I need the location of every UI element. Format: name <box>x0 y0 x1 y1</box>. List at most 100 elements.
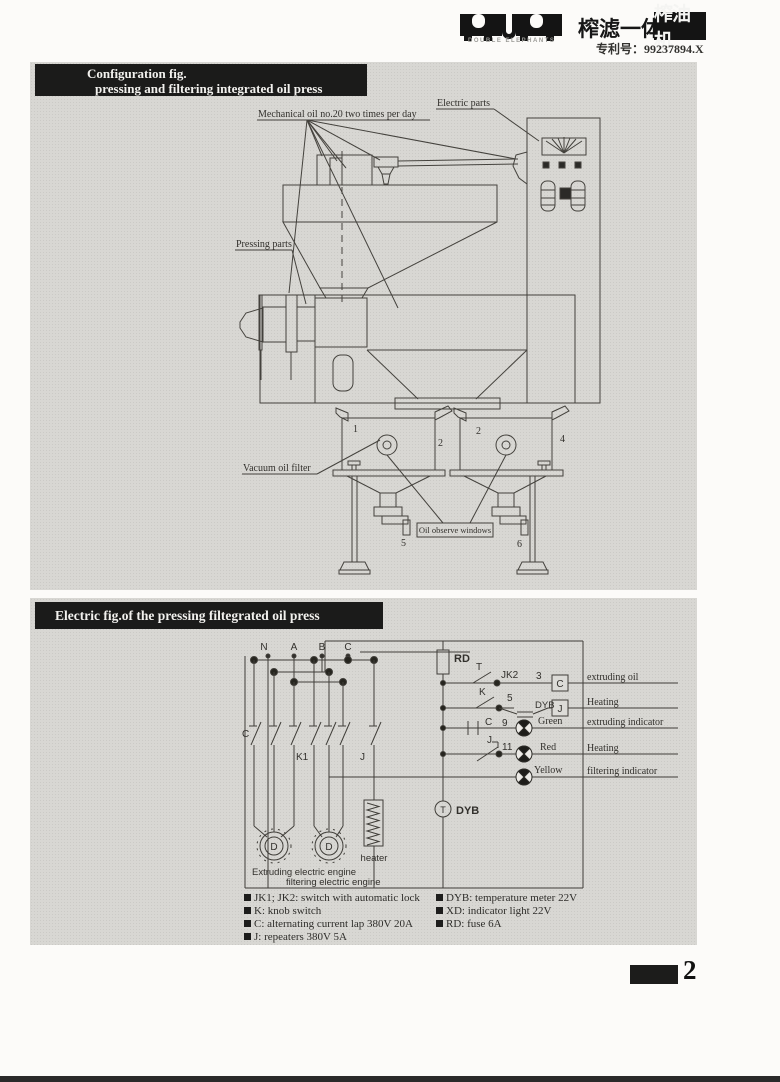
electric-title-bar: Electric fig.of the pressing filtegrated… <box>35 602 383 629</box>
legend-item: J: repeaters 380V 5A <box>244 931 420 944</box>
filtering-motor <box>311 745 347 864</box>
bullet-square-icon <box>244 907 251 914</box>
brand-title-highlight: 榨油机 <box>654 4 706 52</box>
brand-logo-icon <box>458 6 568 46</box>
meter-name-label: DYB <box>456 805 479 817</box>
legend-text: RD: fuse 6A <box>446 918 502 930</box>
row3-desc: extruding indicator <box>587 717 664 728</box>
press-body <box>258 294 576 410</box>
motor2-caption: filtering electric engine <box>286 877 381 888</box>
legend-item: RD: fuse 6A <box>436 918 577 931</box>
row4-color: Red <box>540 742 556 753</box>
row4-desc: Heating <box>587 743 619 754</box>
bottom-edge-strip <box>0 1076 780 1082</box>
page-number-block <box>630 965 678 984</box>
heater-element <box>363 745 384 888</box>
title-line-1: Configuration fig. <box>87 66 187 81</box>
bullet-square-icon <box>244 894 251 901</box>
legend-item: DYB: temperature meter 22V <box>436 892 577 905</box>
phase-n-label: N <box>260 642 267 653</box>
legend-item: C: alternating current lap 380V 20A <box>244 918 420 931</box>
legend-item: K: knob switch <box>244 905 420 918</box>
electric-parts-leader <box>436 108 540 142</box>
repeater-coil-box <box>551 699 569 717</box>
electric-panel: Electric fig.of the pressing filtegrated… <box>30 598 697 945</box>
row2-switch: K <box>479 687 486 698</box>
bullet-square-icon <box>436 894 443 901</box>
legend-right-column: DYB: temperature meter 22V XD: indicator… <box>436 892 577 931</box>
row3-switch: C <box>485 717 492 728</box>
bullet-square-icon <box>244 933 251 940</box>
legend-text: DYB: temperature meter 22V <box>446 892 578 904</box>
port-number-2-right: 2 <box>476 426 481 437</box>
logo-caption: DOUBLE ELEPHANTS <box>468 38 556 44</box>
bullet-square-icon <box>436 907 443 914</box>
phase-a-label: A <box>291 642 298 653</box>
title-line-2: pressing and filtering integrated oil pr… <box>95 81 323 96</box>
phase-b-label: B <box>319 642 326 653</box>
port-number-5: 5 <box>401 538 406 549</box>
bullet-square-icon <box>436 920 443 927</box>
port-number-4: 4 <box>560 434 565 445</box>
row4-switch: J <box>487 735 492 746</box>
row2-box: J <box>558 704 563 715</box>
pressing-parts-label: Pressing parts <box>236 239 292 250</box>
legend-text: XD: indicator light 22V <box>446 905 552 917</box>
motor1-letter: D <box>270 842 277 853</box>
configuration-title-bar: Configuration fig. pressing and filterin… <box>35 64 367 96</box>
row1-desc: extruding oil <box>587 672 639 683</box>
fuse-meter-column <box>434 641 452 888</box>
press-head <box>239 294 316 380</box>
rd-label: RD <box>454 653 470 665</box>
electric-parts-label: Electric parts <box>437 98 490 109</box>
oil-press-drawing: Mechanical oil no.20 two times per day E… <box>235 98 601 575</box>
row2-num: 5 <box>507 693 513 704</box>
port-number-6: 6 <box>517 539 522 550</box>
control-cabinet <box>526 117 601 404</box>
vacuum-filter-label: Vacuum oil filter <box>243 463 311 474</box>
meter-t-label: T <box>440 805 446 815</box>
heater-label: heater <box>361 853 388 864</box>
legend-text: K: knob switch <box>254 905 322 917</box>
contactor-contacts <box>249 660 382 746</box>
legend-text: C: alternating current lap 380V 20A <box>254 918 413 930</box>
row1-relay: JK2 <box>501 670 519 681</box>
row3-num: 9 <box>502 718 508 729</box>
indicator-lamps <box>515 719 533 786</box>
page-number: 2 <box>683 955 697 985</box>
oil-windows-label: Oil observe windows <box>419 525 491 535</box>
patent-number: 专利号：99237894.X <box>596 42 704 56</box>
port-number-1: 1 <box>353 424 358 435</box>
pressing-parts-leader <box>235 249 307 305</box>
legend-text: J: repeaters 380V 5A <box>254 931 347 943</box>
row5-color: Yellow <box>534 765 563 776</box>
mechanical-oil-label: Mechanical oil no.20 two times per day <box>258 109 417 120</box>
legend-text: JK1; JK2: switch with automatic lock <box>254 892 420 904</box>
motor1-caption: Extruding electric engine <box>252 867 356 878</box>
k1-label: K1 <box>296 752 309 763</box>
motor2-letter: D <box>325 842 332 853</box>
contactor-label: C <box>242 729 249 740</box>
row4-num: 11 <box>502 742 513 753</box>
contactor-coil-box <box>551 674 569 692</box>
vacuum-filter-tanks <box>332 405 570 575</box>
row2-desc: Heating <box>587 697 619 708</box>
mechanical-oil-leaders <box>257 119 517 309</box>
circuit-frame <box>244 640 584 889</box>
phase-c-label: C <box>344 642 351 653</box>
legend-left-column: JK1; JK2: switch with automatic lock K: … <box>244 892 420 944</box>
row1-num: 3 <box>536 671 542 682</box>
bullet-square-icon <box>244 920 251 927</box>
extruding-motor <box>253 745 295 864</box>
row3-color: Green <box>538 716 562 727</box>
row1-switch: T <box>476 662 482 673</box>
row5-desc: filtering indicator <box>587 766 658 777</box>
row2-relay: DYB <box>535 700 555 711</box>
filter-leaders <box>242 439 507 538</box>
port-number-2-left: 2 <box>438 438 443 449</box>
legend-item: XD: indicator light 22V <box>436 905 577 918</box>
configuration-panel: Configuration fig. pressing and filterin… <box>30 62 697 590</box>
hopper-assembly <box>282 151 528 304</box>
j-label: J <box>360 752 365 763</box>
